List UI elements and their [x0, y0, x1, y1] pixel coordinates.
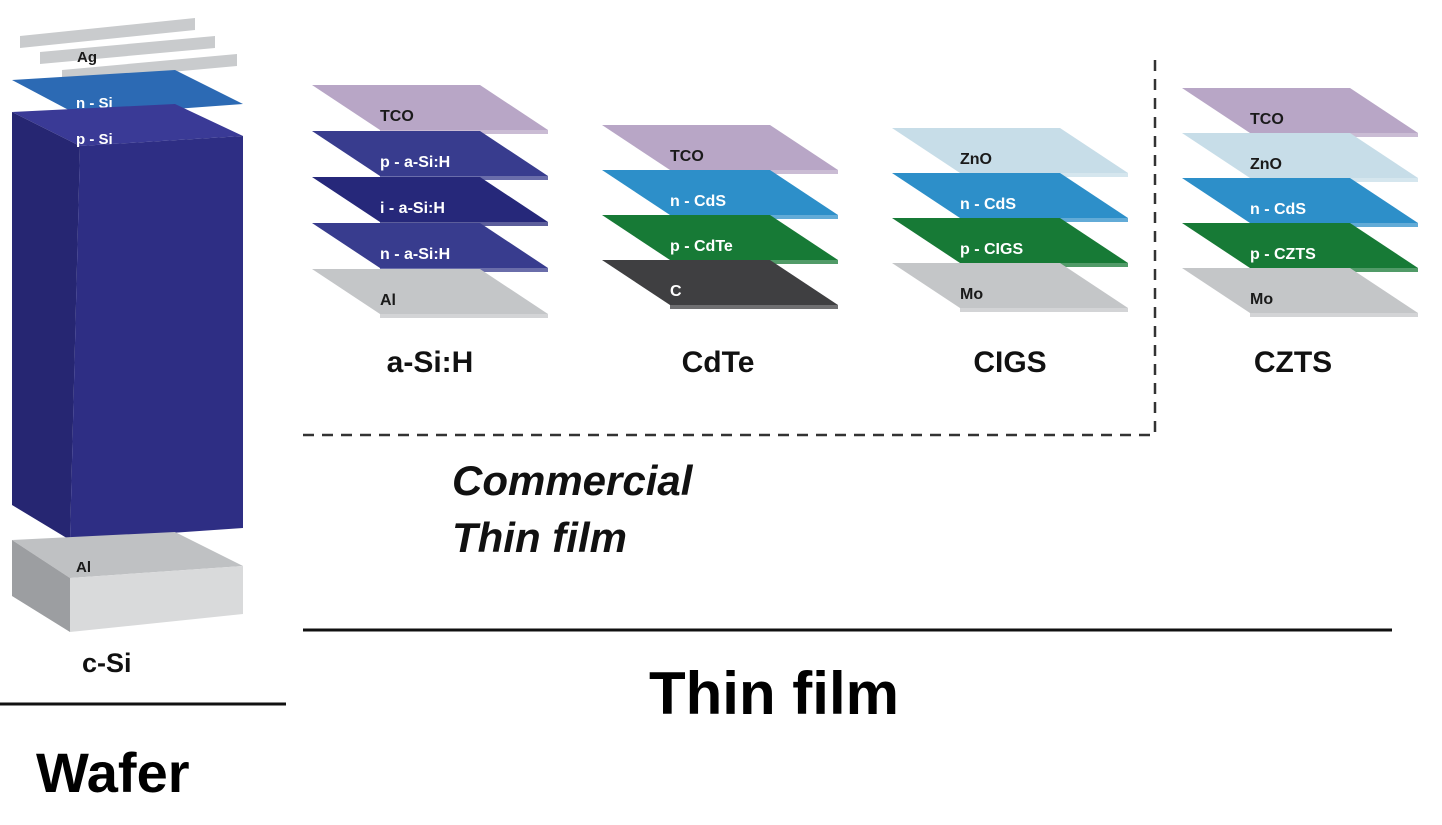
layer-label: i - a-Si:H: [380, 200, 445, 217]
stack-name-czts: CZTS: [1254, 346, 1332, 379]
layer-label: n - CdS: [960, 196, 1016, 213]
layer-plate: [1182, 133, 1418, 178]
layer-label: TCO: [670, 148, 704, 165]
layer-plate: [312, 269, 548, 314]
wafer-p-si-label: p - Si: [76, 131, 113, 148]
layer-plate: [602, 170, 838, 215]
wafer-al-label: Al: [76, 559, 91, 576]
layer-label: p - CdTe: [670, 238, 733, 255]
layer-edge: [380, 314, 548, 318]
thin-film-stacks: TCO p - a-Si:H i - a-Si:H n - a-Si:H Al a-Si:…: [312, 85, 1418, 379]
layer-label: p - CIGS: [960, 241, 1023, 258]
layer-plate: [1182, 178, 1418, 223]
layer-edge: [670, 305, 838, 309]
layer-edge: [1250, 313, 1418, 317]
layer-label: Mo: [1250, 291, 1273, 308]
layer-label: n - a-Si:H: [380, 246, 450, 263]
wafer-al-top: [12, 532, 243, 578]
layer-label: ZnO: [960, 151, 992, 168]
layer-label: p - a-Si:H: [380, 154, 450, 171]
layer-plate: [892, 128, 1128, 173]
layer-plate: [892, 218, 1128, 263]
layer-label: TCO: [1250, 111, 1284, 128]
layer-label: C: [670, 283, 682, 300]
stack-a-si: TCO p - a-Si:H i - a-Si:H n - a-Si:H Al a-Si:…: [312, 85, 548, 379]
layer-plate: [602, 125, 838, 170]
commercial-label-line2: Thin film: [452, 514, 627, 561]
ag-finger-1: [20, 18, 195, 48]
wafer-section-title: Wafer: [36, 741, 190, 804]
layer-label: Mo: [960, 286, 983, 303]
wafer-p-si-left-face: [12, 112, 80, 540]
layer-plate: [312, 223, 548, 268]
stack-name-cdte: CdTe: [682, 346, 755, 379]
layer-label: p - CZTS: [1250, 246, 1316, 263]
layer-plate: [602, 260, 838, 305]
thin-film-section-title: Thin film: [649, 660, 899, 727]
wafer-stack: Ag n - Si p - Si Al c-Si: [12, 18, 243, 678]
stack-name-a-si: a-Si:H: [387, 346, 474, 379]
layer-label: Al: [380, 292, 396, 309]
commercial-boundary: [303, 60, 1157, 437]
layer-label: TCO: [380, 108, 414, 125]
layer-plate: [892, 173, 1128, 218]
layer-plate: [602, 215, 838, 260]
layer-plate: [1182, 223, 1418, 268]
layer-label: n - CdS: [1250, 201, 1306, 218]
wafer-p-si-top: [12, 104, 243, 146]
layer-plate: [1182, 268, 1418, 313]
layer-plate: [1182, 88, 1418, 133]
wafer-ag-label: Ag: [77, 49, 97, 66]
layer-plate: [312, 131, 548, 176]
layer-plate: [312, 85, 548, 130]
commercial-label-line1: Commercial: [452, 457, 694, 504]
layer-edge: [960, 308, 1128, 312]
layer-plate: [892, 263, 1128, 308]
wafer-n-si-plate: [12, 70, 243, 116]
wafer-c-si-label: c-Si: [82, 648, 132, 678]
layer-plate: [312, 177, 548, 222]
wafer-al-front-face: [70, 566, 243, 632]
stack-name-cigs: CIGS: [973, 346, 1046, 379]
ag-finger-2: [40, 36, 215, 64]
layer-label: ZnO: [1250, 156, 1282, 173]
wafer-p-si-front-face: [70, 136, 243, 540]
wafer-al-left-face: [12, 540, 70, 632]
layer-label: n - CdS: [670, 193, 726, 210]
